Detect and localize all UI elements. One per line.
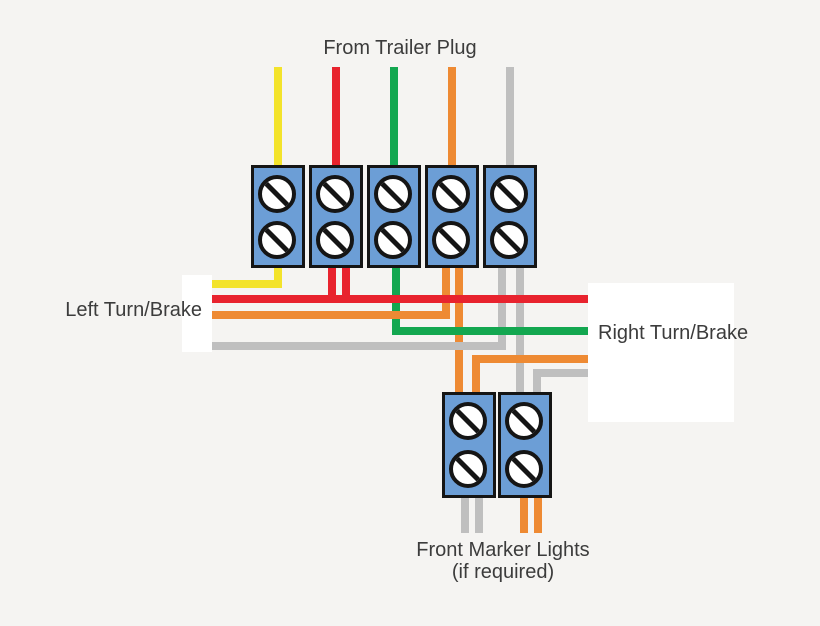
- screw-terminal-icon: [258, 221, 296, 259]
- screw-terminal-icon: [258, 175, 296, 213]
- yellow-wire-stub: [274, 268, 282, 288]
- screw-terminal-icon: [490, 221, 528, 259]
- terminal-block-1: [251, 165, 305, 268]
- orange-run-right: [472, 355, 588, 363]
- marker-orange-lead-2: [534, 498, 542, 533]
- orange-wire-stub-left: [442, 268, 450, 319]
- screw-terminal-icon: [374, 175, 412, 213]
- marker-gray-lead-1: [461, 498, 469, 533]
- screw-terminal-icon: [432, 221, 470, 259]
- screw-terminal-icon: [316, 221, 354, 259]
- if-required-label: (if required): [451, 561, 555, 583]
- terminal-block-2: [309, 165, 363, 268]
- red-run-across: [212, 295, 588, 303]
- green-wire-from-plug: [390, 67, 398, 165]
- green-run-right: [392, 327, 588, 335]
- orange-elbow-vertical: [472, 355, 480, 392]
- marker-terminal-block-2: [498, 392, 552, 498]
- screw-terminal-icon: [432, 175, 470, 213]
- screw-terminal-icon: [505, 450, 543, 488]
- gray-wire-stub-left: [498, 268, 506, 350]
- terminal-block-3: [367, 165, 421, 268]
- terminal-block-4: [425, 165, 479, 268]
- screw-terminal-icon: [505, 402, 543, 440]
- left-label-box: [182, 275, 212, 352]
- gray-run-left: [212, 342, 506, 350]
- red-wire-from-plug: [332, 67, 340, 165]
- orange-wire-from-plug: [448, 67, 456, 165]
- screw-terminal-icon: [449, 402, 487, 440]
- left-turn-brake-label: Left Turn/Brake: [65, 299, 202, 321]
- yellow-wire-from-plug: [274, 67, 282, 165]
- screw-terminal-icon: [449, 450, 487, 488]
- screw-terminal-icon: [490, 175, 528, 213]
- right-turn-brake-label: Right Turn/Brake: [598, 322, 749, 344]
- marker-orange-lead-1: [520, 498, 528, 533]
- red-wire-stub-right: [342, 268, 350, 303]
- terminal-block-5: [483, 165, 537, 268]
- right-label-box: [588, 283, 734, 422]
- marker-gray-lead-2: [475, 498, 483, 533]
- front-marker-lights-label: Front Marker Lights: [416, 539, 590, 561]
- gray-run-right: [533, 369, 588, 377]
- yellow-run-left: [212, 280, 282, 288]
- gray-wire-from-plug: [506, 67, 514, 165]
- gray-elbow-vertical: [533, 369, 541, 392]
- orange-run-left: [212, 311, 450, 319]
- screw-terminal-icon: [374, 221, 412, 259]
- from-trailer-plug-label: From Trailer Plug: [323, 37, 477, 59]
- screw-terminal-icon: [316, 175, 354, 213]
- marker-terminal-block-1: [442, 392, 496, 498]
- red-wire-stub-left: [328, 268, 336, 303]
